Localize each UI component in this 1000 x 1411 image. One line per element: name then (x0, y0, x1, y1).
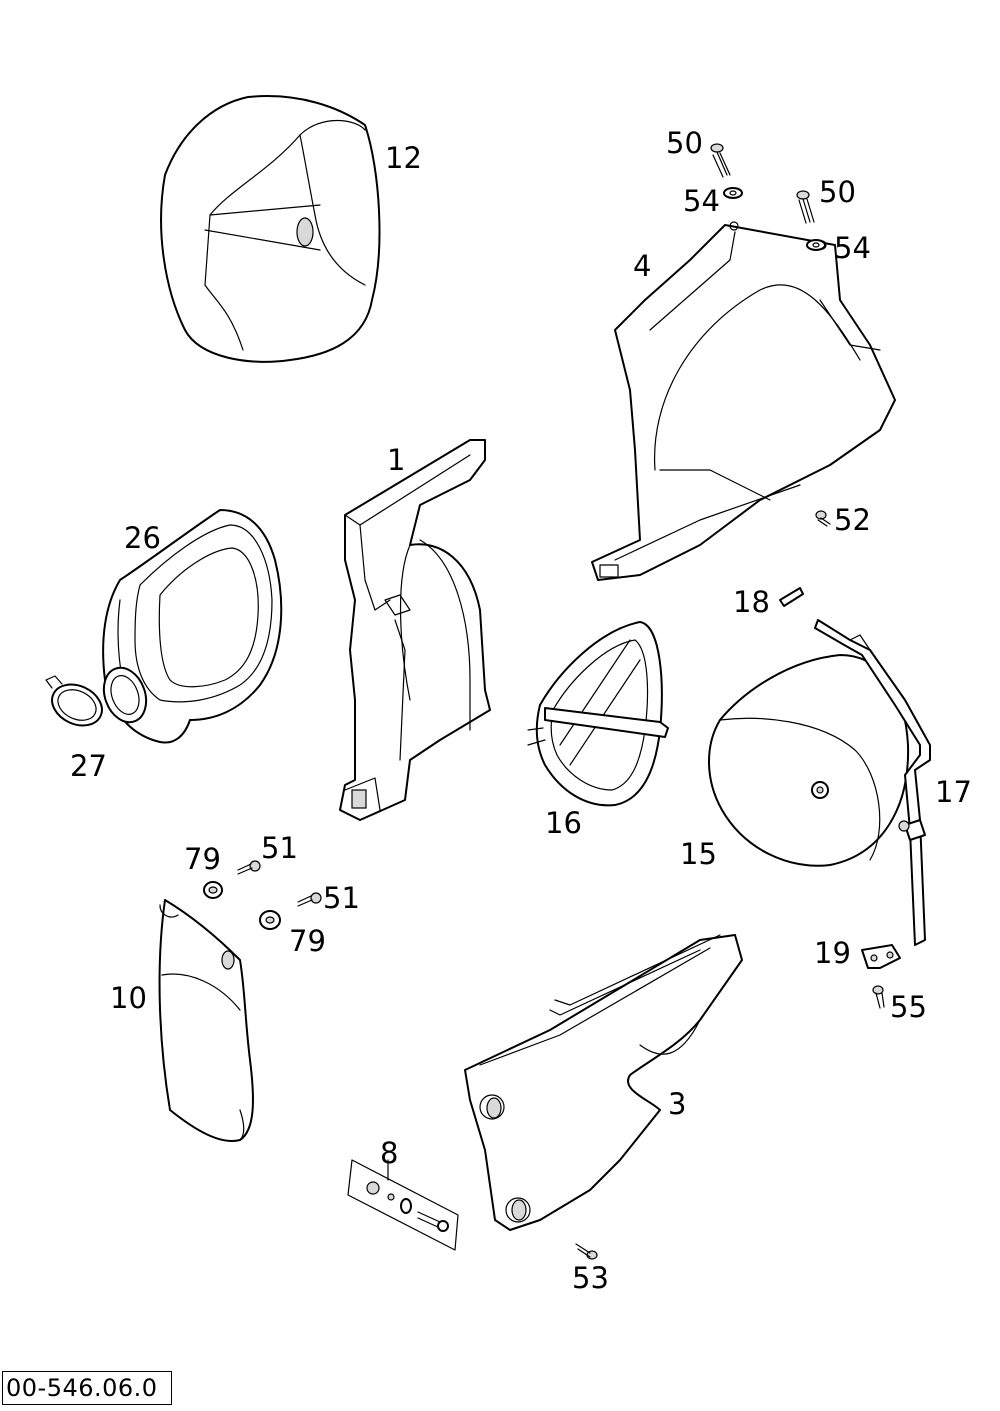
callout-51-lower: 51 (323, 881, 360, 915)
callout-19: 19 (814, 936, 851, 970)
callout-3: 3 (668, 1087, 686, 1121)
callout-53: 53 (572, 1261, 609, 1295)
callout-79-upper: 79 (184, 842, 221, 876)
callout-18: 18 (733, 585, 770, 619)
diagram-code: 00-546.06.0 (6, 1374, 158, 1402)
part-16-filter-cage (527, 621, 669, 807)
part-27-hose-clamp (45, 675, 103, 727)
callout-55: 55 (890, 990, 927, 1024)
screw-50-top-left (710, 143, 731, 178)
grommet-79-upper (203, 881, 223, 899)
pin-18 (779, 587, 804, 607)
callout-15: 15 (680, 837, 717, 871)
screw-50-top-right (796, 190, 815, 224)
callout-16: 16 (545, 806, 582, 840)
part-10-side-panel (158, 899, 254, 1142)
callout-4: 4 (633, 249, 651, 283)
part-8-fastener-kit (347, 1159, 459, 1251)
callout-54-top-right: 54 (834, 231, 871, 265)
part-19-bracket (861, 944, 901, 969)
screw-51-upper (237, 860, 261, 875)
washer-54-top-left (723, 187, 743, 199)
callout-52: 52 (834, 503, 871, 537)
diagram-code-box (2, 1371, 172, 1405)
washer-54-top-right (806, 239, 826, 251)
grommet-79-lower (259, 910, 281, 930)
callout-10: 10 (110, 981, 147, 1015)
callout-17: 17 (935, 775, 972, 809)
callout-51-upper: 51 (261, 831, 298, 865)
part-4-airbox-upper (591, 221, 896, 581)
part-26-intake-boot (102, 509, 283, 744)
callout-1: 1 (387, 443, 405, 477)
callout-26: 26 (124, 521, 161, 555)
callout-50-top-right: 50 (819, 175, 856, 209)
callout-54-top-left: 54 (683, 184, 720, 218)
part-15-air-filter (708, 654, 910, 867)
screw-51-lower (297, 892, 322, 907)
part-12-filter-cover (160, 95, 381, 363)
callout-27: 27 (70, 749, 107, 783)
callout-50-top-left: 50 (666, 126, 703, 160)
screw-53 (575, 1243, 598, 1260)
callout-79-lower: 79 (289, 924, 326, 958)
part-17-filter-holder (814, 619, 931, 946)
part-1-airbox-frame (339, 439, 491, 821)
callout-12: 12 (385, 141, 422, 175)
part-3-side-panel (464, 934, 743, 1231)
screw-55 (872, 985, 885, 1009)
screw-52 (815, 510, 831, 527)
callout-8: 8 (380, 1136, 398, 1170)
